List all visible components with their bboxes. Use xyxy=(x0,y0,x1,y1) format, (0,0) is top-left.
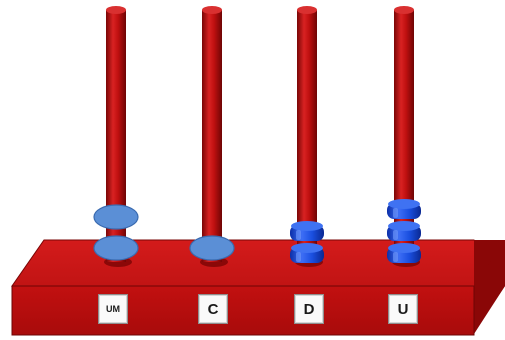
rod-cap-d xyxy=(297,6,317,14)
column-label-um: UM xyxy=(98,294,128,324)
rod-cap-um xyxy=(106,6,126,14)
rod-cap-c xyxy=(202,6,222,14)
rod-u xyxy=(394,10,414,262)
bead-d-2 xyxy=(290,221,324,241)
column-label-c: C xyxy=(198,294,228,324)
abacus-base-side-face xyxy=(474,240,505,334)
abacus-base-top xyxy=(11,239,505,287)
bead-um-2 xyxy=(93,204,139,230)
bead-u-2 xyxy=(387,221,421,241)
rod-um xyxy=(106,10,126,262)
bead-c-1 xyxy=(189,235,235,261)
rod-d xyxy=(297,10,317,262)
bead-um-1 xyxy=(93,235,139,261)
rod-c xyxy=(202,10,222,262)
column-label-d: D xyxy=(294,294,324,324)
column-label-u: U xyxy=(388,294,418,324)
bead-u-1 xyxy=(387,243,421,263)
bead-u-3 xyxy=(387,199,421,219)
rod-cap-u xyxy=(394,6,414,14)
bead-d-1 xyxy=(290,243,324,263)
